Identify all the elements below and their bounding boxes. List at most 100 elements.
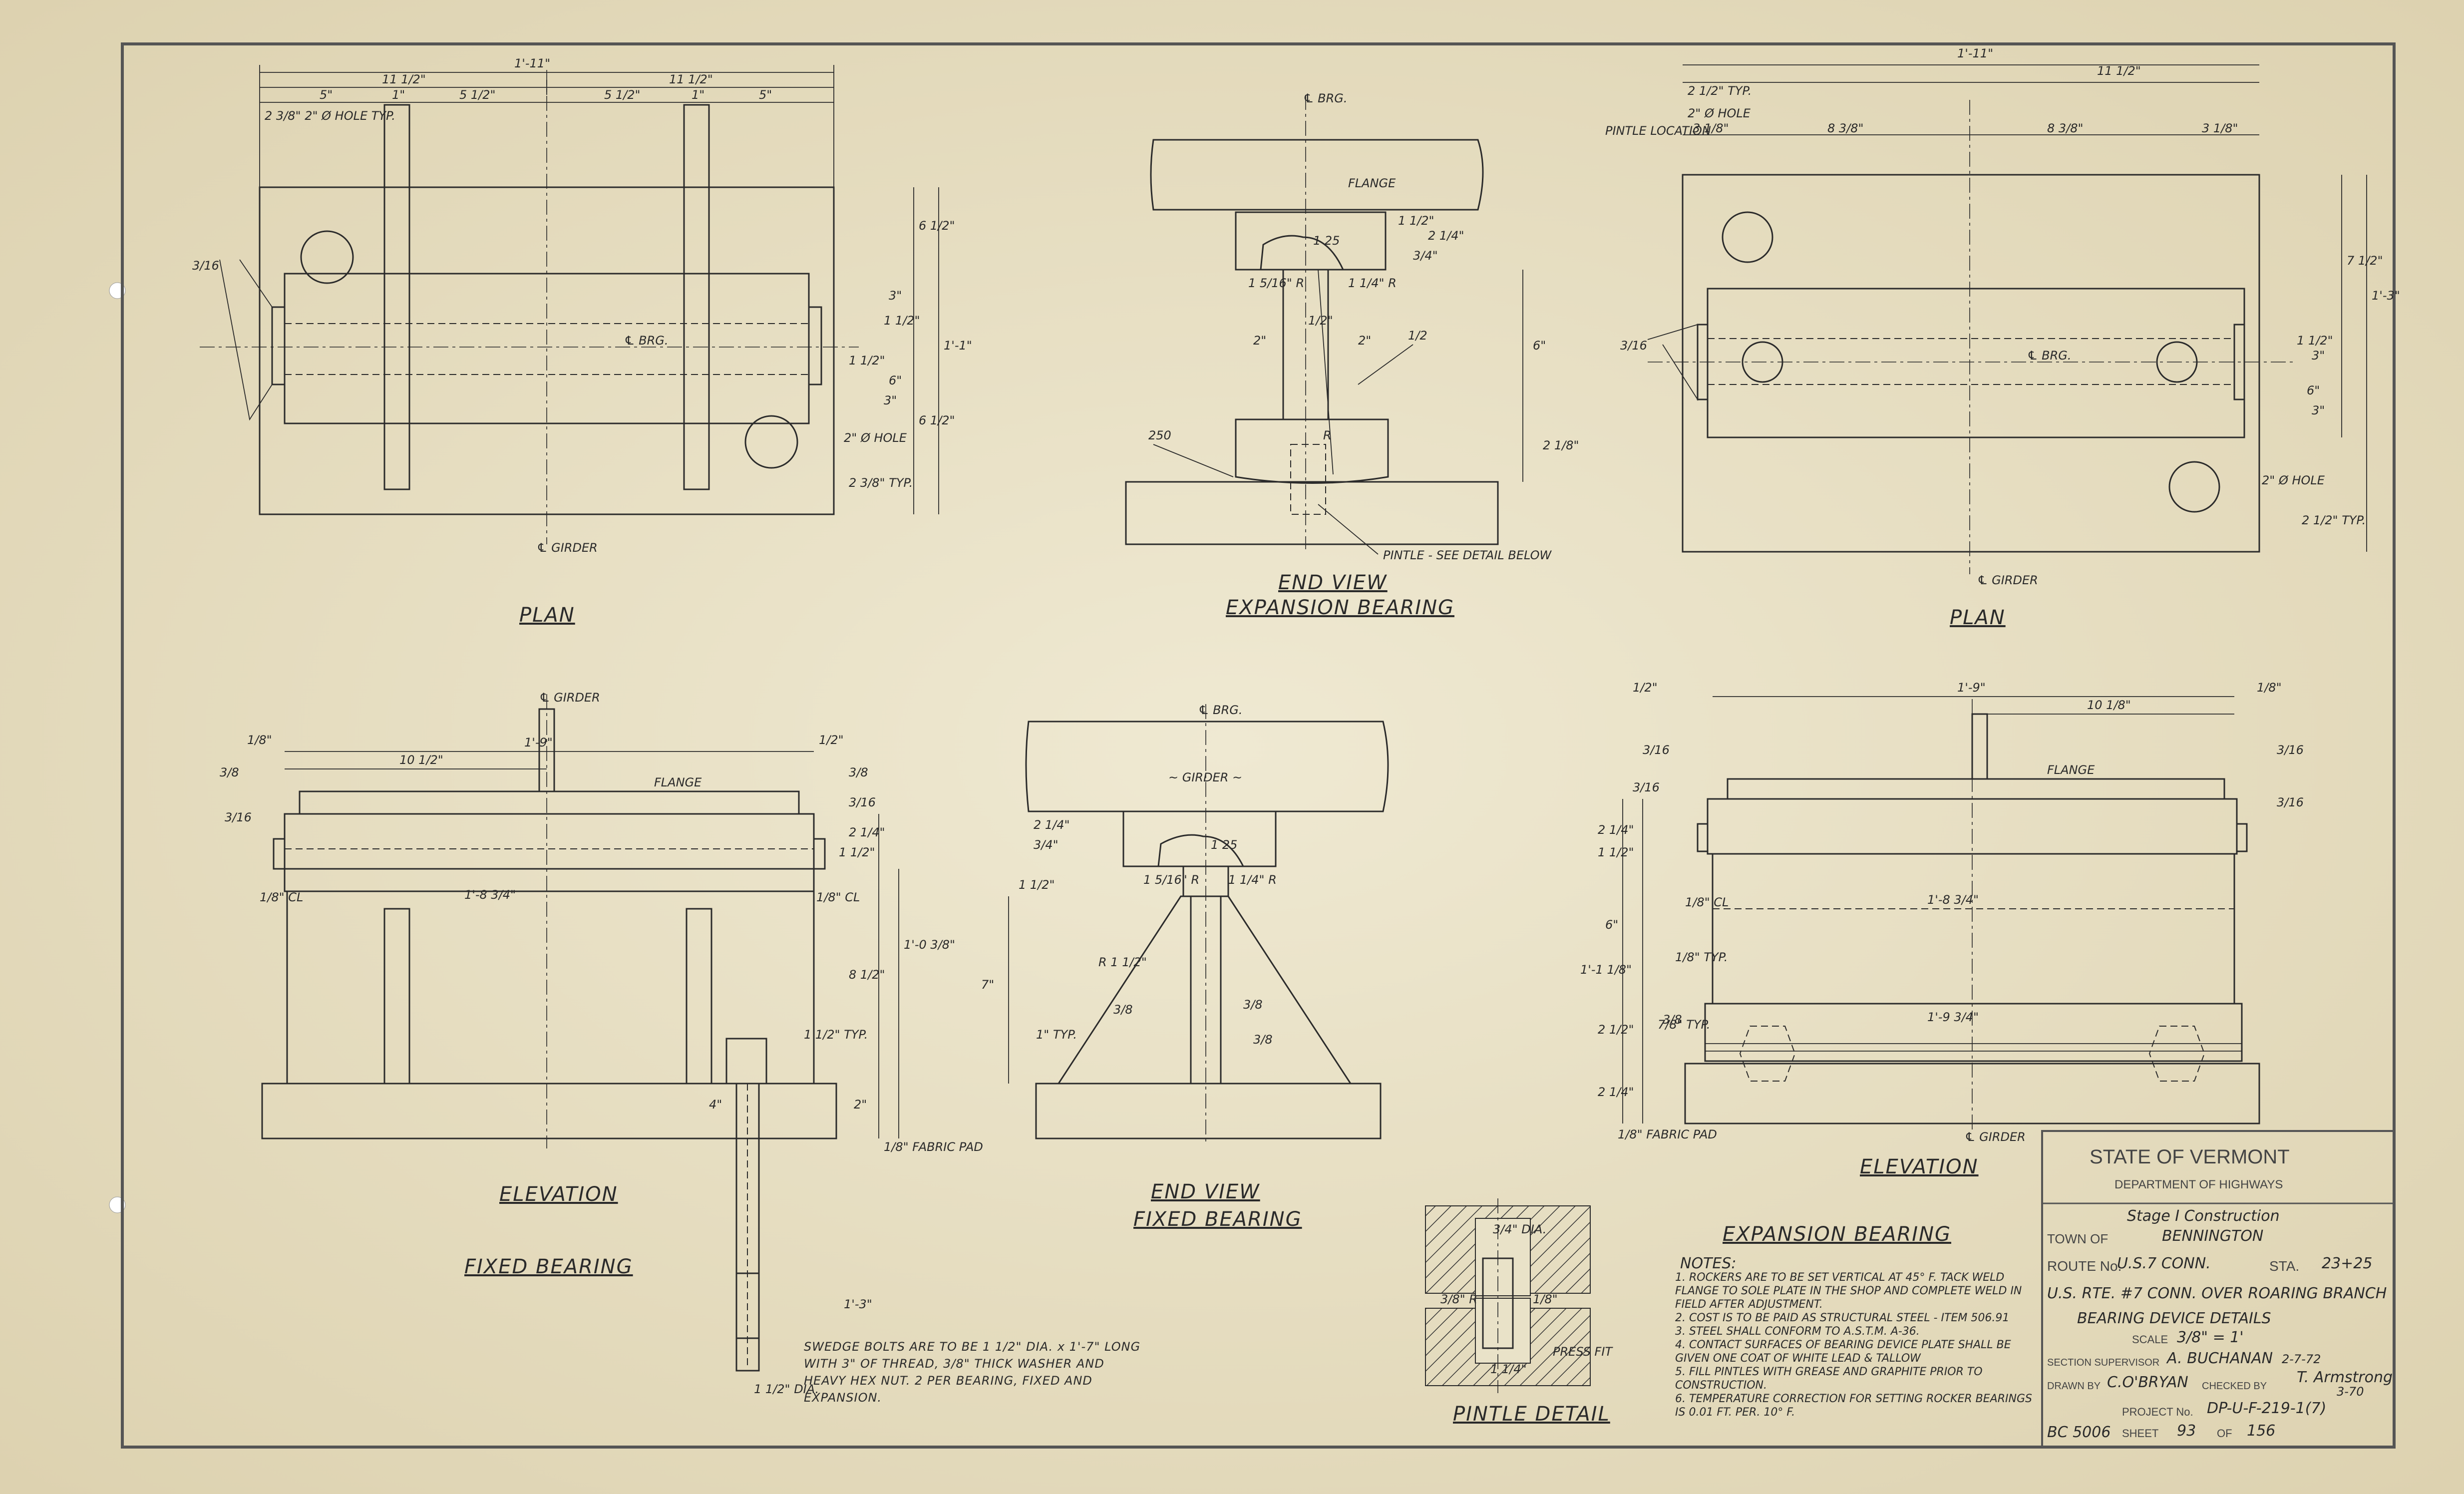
tb-sup-label: SECTION SUPERVISOR: [2047, 1357, 2159, 1368]
elev-right-cl: 1/8" CL: [1685, 895, 1729, 909]
plan-left-hole2: 2" Ø HOLE: [844, 431, 907, 445]
elev-left-mid: 1'-8 3/4": [464, 888, 516, 902]
plan-left-side-dim: 1 1/2": [849, 354, 885, 368]
end-exp-flange: FLANGE: [1348, 176, 1396, 190]
plan-right-view: 1'-11" 11 1/2" 8 3/8" 8 3/8" 3 1/8" 3 1/…: [1605, 46, 2400, 629]
plan-left-side-dim: 6 1/2": [919, 219, 955, 233]
elev-left-weld: 3/16: [225, 810, 252, 824]
end-exp-dim: 1/2": [1308, 314, 1333, 328]
plan-left-dim-overall: 1'-11": [514, 56, 550, 70]
plan-left-dim: 5 1/2": [459, 88, 496, 102]
elev-right-mid: 1'-8 3/4": [1927, 893, 1979, 907]
end-fixed-r: R 1 1/2": [1098, 955, 1147, 969]
plan-left-side-dim: 2 3/8" TYP.: [849, 476, 913, 490]
plan-right-dim: 11 1/2": [2097, 64, 2141, 78]
elev-left-title: ELEVATION: [499, 1183, 618, 1206]
plan-left-dim: 5 1/2": [604, 88, 641, 102]
plan-left-side-dim: 6": [889, 374, 902, 387]
plan-left-brg: ℄ BRG.: [624, 334, 669, 348]
elev-left-girder: ℄ GIRDER: [539, 691, 600, 705]
note-item: 1. ROCKERS ARE TO BE SET VERTICAL AT 45°…: [1675, 1271, 2022, 1311]
tb-scale-label: SCALE: [2132, 1333, 2168, 1346]
tb-sheet-label: SHEET: [2122, 1427, 2158, 1440]
elevation-left-view: ℄ GIRDER 1'-9" 10 1/2" 1/8" 1/2" FLANGE …: [220, 691, 1140, 1405]
plan-left-dim: 11 1/2": [382, 72, 426, 86]
end-exp-title-1: END VIEW: [1278, 571, 1388, 594]
tb-sup: A. BUCHANAN: [2166, 1350, 2273, 1367]
pintle-dim: 3/4" DIA.: [1493, 1222, 1546, 1236]
end-exp-dim: R: [1323, 428, 1332, 442]
tb-town-label: TOWN OF: [2047, 1231, 2108, 1246]
end-exp-250: 250: [1148, 428, 1171, 442]
elev-left-flange: FLANGE: [654, 775, 702, 789]
end-fixed-title-1: END VIEW: [1151, 1180, 1260, 1203]
elev-right-mid: 1'-9 3/4": [1927, 1010, 1979, 1024]
tb-drawn: C.O'BRYAN: [2107, 1374, 2188, 1391]
end-view-expansion: ℄ BRG. FLANGE 1 25 1 5/16" R 1 1/4" R 1 …: [1125, 91, 1579, 619]
tb-scale: 3/8" = 1': [2177, 1329, 2244, 1346]
plan-right-side-dim: 2 1/2" TYP.: [2302, 513, 2366, 527]
plan-right-side-dim: 3": [2312, 403, 2325, 417]
elev-right-side-dim: 7/8" TYP.: [1658, 1018, 1710, 1032]
elev-left-cl: 1/8" CL: [816, 890, 860, 904]
plan-right-side-dim: 1 1/2": [2297, 334, 2333, 348]
plan-right-dim: 8 3/8": [1827, 121, 1864, 135]
plan-left-side-dim: 3": [884, 393, 897, 407]
end-fixed-weld: 3/8: [1253, 1033, 1273, 1047]
notes-list: 1. ROCKERS ARE TO BE SET VERTICAL AT 45°…: [1675, 1271, 2040, 1419]
plan-right-dim: 3 1/8": [1693, 121, 1729, 135]
plan-left-view: 1'-11" 11 1/2" 11 1/2" 5" 1" 5 1/2" 5 1/…: [192, 56, 972, 627]
end-fixed-dim: 1 1/2": [1019, 878, 1055, 892]
pintle-dim: 1 1/4": [1490, 1362, 1527, 1376]
elev-left-left-dim: 4": [709, 1098, 722, 1112]
note-item: 2. COST IS TO BE PAID AS STRUCTURAL STEE…: [1675, 1312, 2010, 1324]
end-fixed-brg: ℄ BRG.: [1198, 703, 1243, 717]
tb-sta: 23+25: [2322, 1255, 2372, 1272]
elev-right-side-dim: 1'-1 1/8": [1580, 963, 1632, 977]
plan-left-title: PLAN: [519, 604, 575, 627]
elev-left-bolt-dim: 1 1/2" DIA.: [754, 1382, 819, 1396]
plan-right-dim: 3 1/8": [2202, 121, 2238, 135]
end-exp-dim: 2 1/8": [1543, 438, 1579, 452]
end-fixed-r: 1 25: [1211, 838, 1237, 852]
elev-left-side-dim: 1'-0 3/8": [904, 938, 955, 952]
end-exp-dim: 3/4": [1413, 249, 1438, 263]
end-exp-r2: 1 1/4" R: [1348, 276, 1397, 290]
plan-left-weld: 3/16: [192, 259, 219, 273]
elev-right-weld: 3/16: [2277, 743, 2304, 757]
plan-left-girder: ℄ GIRDER: [537, 541, 598, 555]
end-exp-r3: 1 25: [1313, 234, 1340, 248]
plan-right-dim: 8 3/8": [2047, 121, 2084, 135]
end-exp-dim: 2 1/4": [1428, 229, 1464, 243]
elev-right-pad: 1/8" FABRIC PAD: [1618, 1127, 1717, 1141]
end-fixed-weld: 3/8: [1113, 1003, 1133, 1017]
elevation-right-view: 1'-9" 10 1/8" 1/2" 1/8" FLANGE 3/16 3/16…: [1580, 681, 2304, 1246]
elev-right-cl: 1/8" TYP.: [1675, 950, 1728, 964]
tb-sta-label: STA.: [2269, 1258, 2299, 1274]
elev-right-side-dim: 2 1/4": [1598, 1085, 1634, 1099]
elev-right-weld: 3/16: [1633, 780, 1660, 794]
plan-right-typ: 2 1/2" TYP.: [1688, 84, 1752, 98]
elev-right-dim: 1/8": [2257, 681, 2282, 695]
plan-right-hole2: 2" Ø HOLE: [2262, 473, 2325, 487]
plan-left-side-dim: 1'-1": [944, 339, 972, 353]
end-exp-brg: ℄ BRG.: [1303, 91, 1348, 105]
plan-right-side-dim: 6": [2307, 383, 2320, 397]
tb-drawing: BEARING DEVICE DETAILS: [2077, 1310, 2271, 1327]
end-exp-dim: 1 1/2": [1398, 214, 1434, 228]
end-exp-dim: 2": [1358, 334, 1371, 348]
end-exp-r1: 1 5/16" R: [1248, 276, 1304, 290]
elev-right-side-dim: 1 1/2": [1598, 845, 1634, 859]
plan-left-side-dim: 6 1/2": [919, 413, 955, 427]
plan-right-title: PLAN: [1950, 606, 2006, 629]
elev-right-dim: 10 1/8": [2087, 698, 2131, 712]
plan-left-side-dim: 3": [889, 289, 902, 303]
plan-right-brg: ℄ BRG.: [2027, 349, 2072, 363]
elev-left-cl: 1/8" CL: [260, 890, 303, 904]
note-item: 6. TEMPERATURE CORRECTION FOR SETTING RO…: [1675, 1393, 2032, 1419]
elev-right-weld: 3/16: [1643, 743, 1670, 757]
elev-left-bolt-dim: 1'-3": [844, 1297, 872, 1311]
plan-right-side-dim: 3": [2312, 349, 2325, 363]
end-exp-dim: 2": [1253, 334, 1266, 348]
